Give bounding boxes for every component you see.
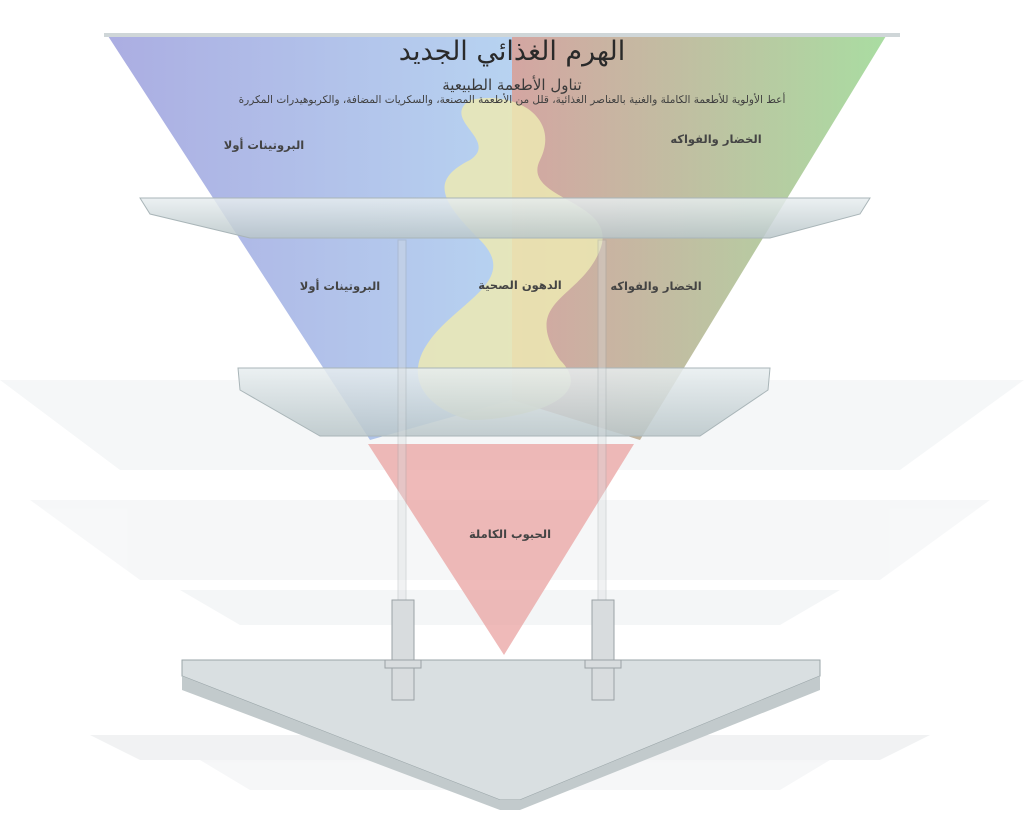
page-title: الهرم الغذائي الجديد [398, 36, 626, 67]
glass-shelves [104, 33, 900, 810]
tier-middle-fats-label: الدهون الصحية [478, 278, 562, 292]
page-description: أعط الأولوية للأطعمة الكاملة والغنية بال… [238, 94, 786, 106]
tier-middle-vegetables-label: الخضار والفواكه [610, 279, 702, 293]
tier-top-protein-label: البروتينات أولا [223, 138, 305, 152]
tier-top-vegetables-label: الخضار والفواكه [670, 132, 762, 146]
page-subtitle: تناول الأطعمة الطبيعية [442, 76, 582, 94]
tier-bottom-grains-label: الحبوب الكاملة [468, 527, 552, 541]
tier-middle-protein-label: البروتينات أولا [299, 279, 381, 293]
support-posts [384, 239, 622, 701]
